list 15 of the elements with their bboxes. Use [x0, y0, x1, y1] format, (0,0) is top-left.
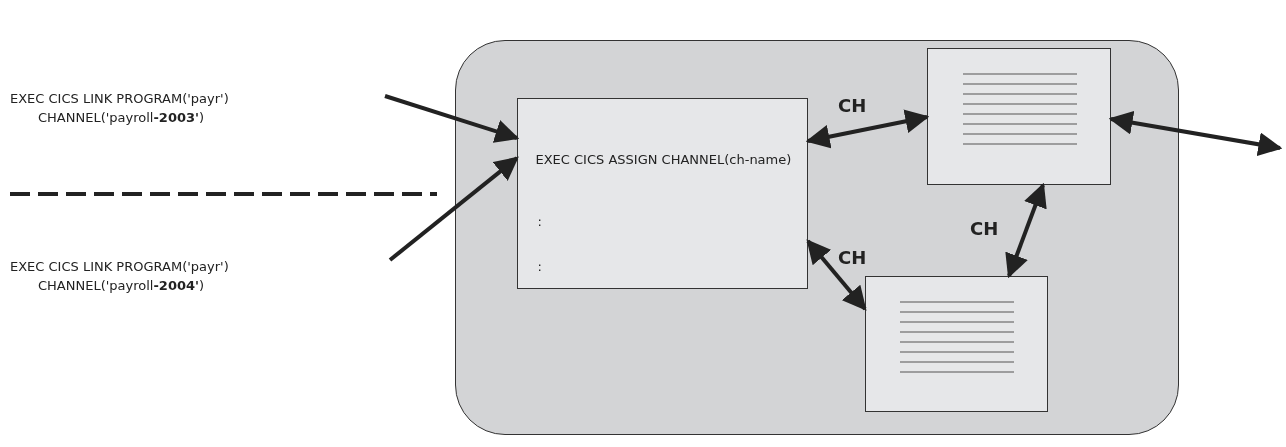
code-text: :: [537, 213, 542, 229]
document-box: [864, 275, 1048, 412]
system-region: [455, 40, 1179, 435]
code-note: EXEC CICS LINK PROGRAM('payr') CHANNEL('payroll-2004'): [10, 258, 230, 295]
code-text: :: [537, 258, 542, 274]
code-note: EXEC CICS LINK PROGRAM('payr') CHANNEL('payroll-2003'): [10, 90, 230, 127]
arrow: [1005, 182, 1047, 279]
arrow: [384, 94, 520, 143]
arrow: [1108, 110, 1283, 157]
arrow: [806, 239, 867, 311]
code-text: EXEC CICS ASSIGN CHANNEL(ch-name): [535, 150, 793, 169]
document-box: [926, 47, 1111, 185]
arrow: [388, 156, 519, 262]
arrow: [805, 109, 930, 149]
program-box: [516, 97, 808, 289]
